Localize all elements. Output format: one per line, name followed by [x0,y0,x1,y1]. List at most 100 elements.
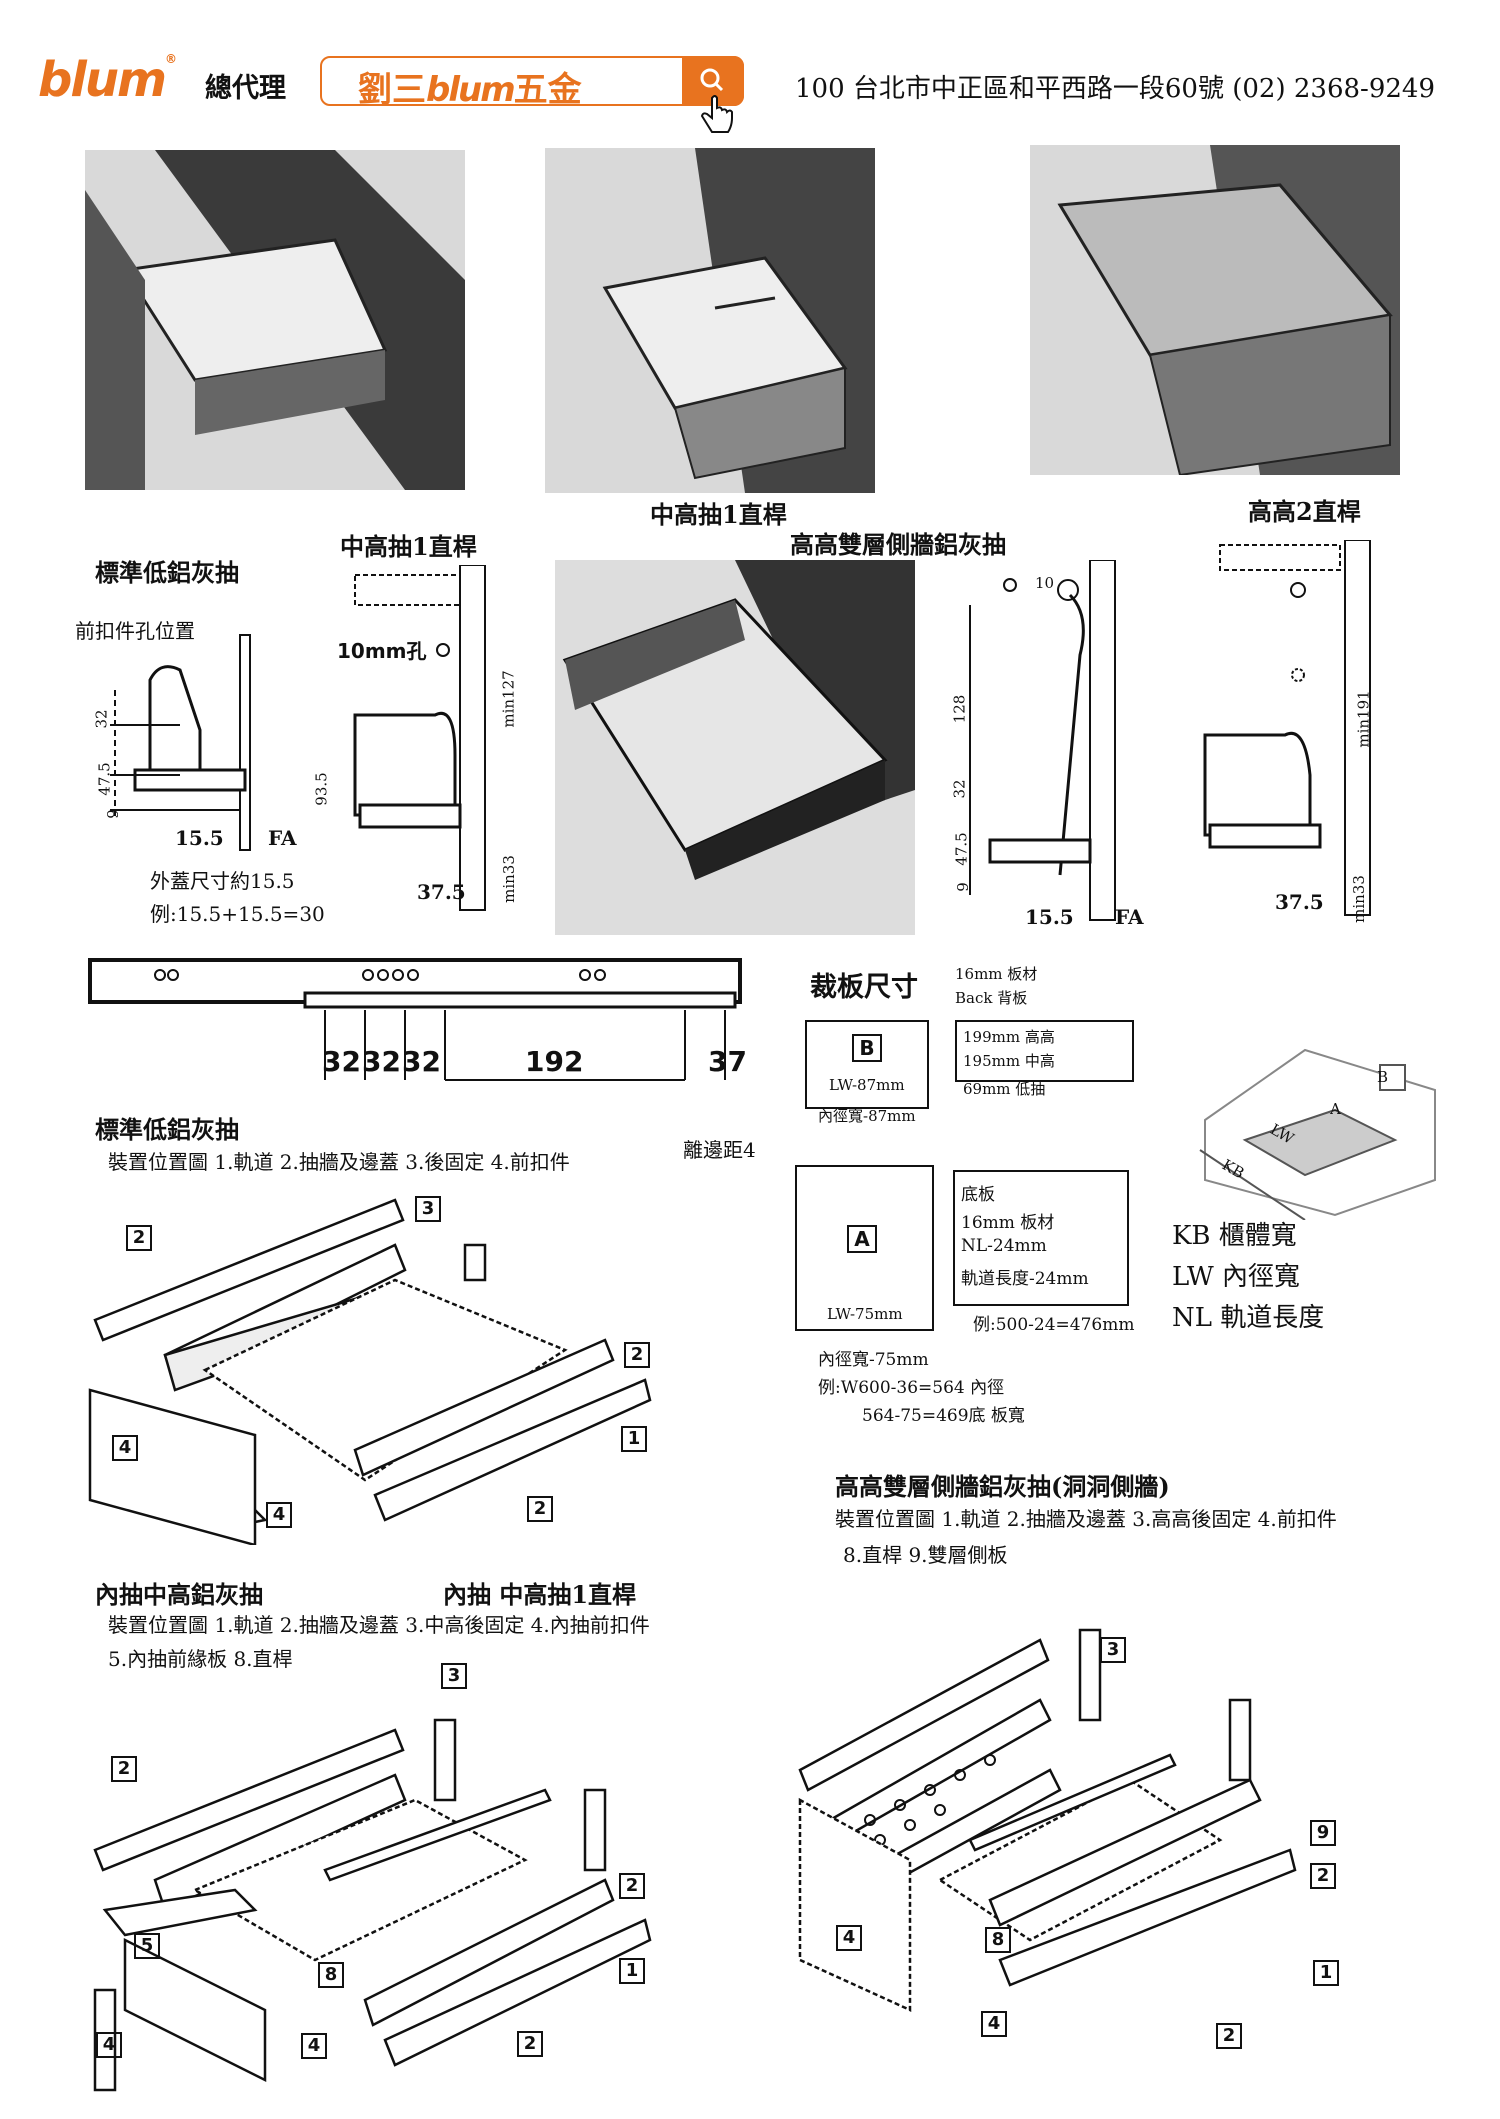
rail-diagram [88,958,742,1081]
cut-b-h1: 199mm 高高 [963,1028,1055,1046]
std-dim-47-5: 47.5 [95,762,114,796]
mid-dim-min33: min33 [499,855,518,903]
std-part-4a: 4 [112,1435,138,1461]
cut-b-note1: 16mm 板材 [955,965,1038,983]
cut-a-n1: 底板 [961,1185,995,1205]
dbl-profile-diagram [969,560,1116,921]
hand-cursor-icon [700,95,733,133]
agent-label: 總代理 [205,73,286,104]
cut-a-label: A [847,1225,877,1253]
inner-part-5: 5 [134,1933,160,1959]
std-part-2b: 2 [624,1342,650,1368]
caption-mid: 中高抽1直桿 [650,500,787,529]
iso-a: A [1330,1100,1341,1118]
dbl-part-4a: 4 [836,1925,862,1951]
high-dim-min191: min191 [1354,690,1373,748]
dbl-part-1: 1 [1313,1960,1339,1986]
cut-a-board: A LW-75mm [795,1165,934,1331]
cut-b-inner: 內徑寬-87mm [818,1107,916,1125]
high-dim-37-5: 37.5 [1275,890,1324,914]
rail-dim-32c: 32 [402,1045,441,1078]
dbl-part-9: 9 [1310,1820,1336,1846]
dbl-dim-128: 128 [950,694,969,724]
rail-dim-32b: 32 [362,1045,401,1078]
cut-b-width: LW-87mm [829,1076,905,1094]
cut-a-n3: NL-24mm [961,1236,1047,1256]
cut-title: 裁板尺寸 [810,972,918,1003]
dbl-dim-fa: FA [1115,905,1144,929]
mid-title: 中高抽1直桿 [340,532,477,561]
rail-dim-37: 37 [708,1045,747,1078]
std-part-2c: 2 [527,1496,553,1522]
std-example: 例:15.5+15.5=30 [150,902,325,926]
dbl-exploded-diagram [798,1628,1297,2012]
photo-high-drawer [1030,145,1400,475]
iso-b: B [1377,1068,1389,1086]
dbl-part-2a: 2 [1310,1863,1336,1889]
install-std-title: 標準低鋁灰抽 [95,1115,239,1144]
dbl-dim-10: 10 [1035,574,1055,592]
std-dim-15-5: 15.5 [175,826,224,850]
rail-dim-32a: 32 [322,1045,361,1078]
legend-nl: NL 軌道長度 [1172,1303,1325,1333]
dbl-dim-9: 9 [953,882,972,892]
inner-part-1: 1 [619,1958,645,1984]
inner-part-4a: 4 [96,2032,122,2058]
cut-b-label: B [852,1034,882,1062]
install-std-desc: 裝置位置圖 1.軌道 2.抽牆及邊蓋 3.後固定 4.前扣件 [108,1150,570,1174]
install-inner-desc1: 裝置位置圖 1.軌道 2.抽牆及邊蓋 3.中高後固定 4.內抽前扣件 [108,1613,650,1637]
dbl-part-3: 3 [1100,1637,1126,1663]
cut-a-notes: 底板 16mm 板材 NL-24mm 軌道長度-24mm [953,1170,1129,1306]
inner-part-8: 8 [318,1962,344,1988]
legend-kb: KB 櫃體寬 [1172,1221,1297,1251]
dbl-part-8: 8 [985,1927,1011,1953]
install-dbl-desc2: 8.直桿 9.雙層側板 [843,1543,1008,1567]
std-dim-9: 9 [103,809,122,819]
dbl-dim-15-5: 15.5 [1025,905,1074,929]
std-overlay: 外蓋尺寸約15.5 [150,869,295,893]
photo-mid-drawer [545,148,875,493]
std-exploded-diagram [88,1198,652,1545]
cut-b-note2: Back 背板 [955,989,1028,1007]
install-inner-title: 內抽中高鋁灰抽 [95,1580,263,1609]
high-dim-min33: min33 [1349,875,1368,923]
inner-part-2b: 2 [619,1873,645,1899]
dbl-dim-32: 32 [950,779,969,799]
install-dbl-desc1: 裝置位置圖 1.軌道 2.抽牆及邊蓋 3.高高後固定 4.前扣件 [835,1507,1337,1531]
rail-edge: 離邊距4 [683,1138,756,1162]
cut-a-n4: 軌道長度-24mm [961,1269,1089,1289]
std-profile-diagram [110,634,251,851]
legend-lw: LW 內徑寬 [1172,1262,1300,1292]
inner-part-3: 3 [441,1663,467,1689]
cut-b-h2: 195mm 中高 [963,1052,1055,1070]
cut-a-n2: 16mm 板材 [961,1213,1055,1233]
cut-a-ex3: 564-75=469底 板寬 [862,1406,1025,1426]
cut-b-heights: 199mm 高高 195mm 中高 [955,1020,1134,1082]
cut-a-ex: 例:500-24=476mm [973,1315,1135,1335]
caption-high: 高高2直桿 [1248,497,1361,526]
inner-part-2a: 2 [111,1756,137,1782]
std-dim-fa: FA [268,826,297,850]
cut-b-h3: 69mm 低抽 [963,1080,1046,1098]
mid-dim-37-5: 37.5 [417,880,466,904]
mid-hole-label: 10mm孔 [337,639,427,663]
inner-part-4b: 4 [301,2033,327,2059]
shop-address: 100 台北市中正區和平西路一段60號 (02) 2368-9249 [795,74,1435,104]
std-part-1: 1 [621,1426,647,1452]
mid-dim-93-5: 93.5 [312,772,331,806]
inner-part-2c: 2 [517,2031,543,2057]
search-box[interactable]: 劉三blum五金 [320,56,744,110]
dbl-title: 高高雙層側牆鋁灰抽 [790,530,1006,559]
std-front-hole: 前扣件孔位置 [75,619,195,643]
photo-dbl-drawer [555,560,915,935]
high-profile-diagram [1203,540,1371,916]
install-inner-desc2: 5.內抽前緣板 8.直桿 [108,1647,293,1671]
cut-a-width: LW-75mm [827,1305,903,1323]
cut-a-ex2: 例:W600-36=564 內徑 [818,1378,1005,1398]
std-title: 標準低鋁灰抽 [95,558,239,587]
install-dbl-title: 高高雙層側牆鋁灰抽(洞洞側牆) [835,1472,1170,1501]
inner-exploded-diagram [93,1718,652,2092]
std-part-3: 3 [415,1196,441,1222]
cut-a-inner: 內徑寬-75mm [818,1350,929,1370]
cut-b-board: B LW-87mm [805,1020,929,1109]
